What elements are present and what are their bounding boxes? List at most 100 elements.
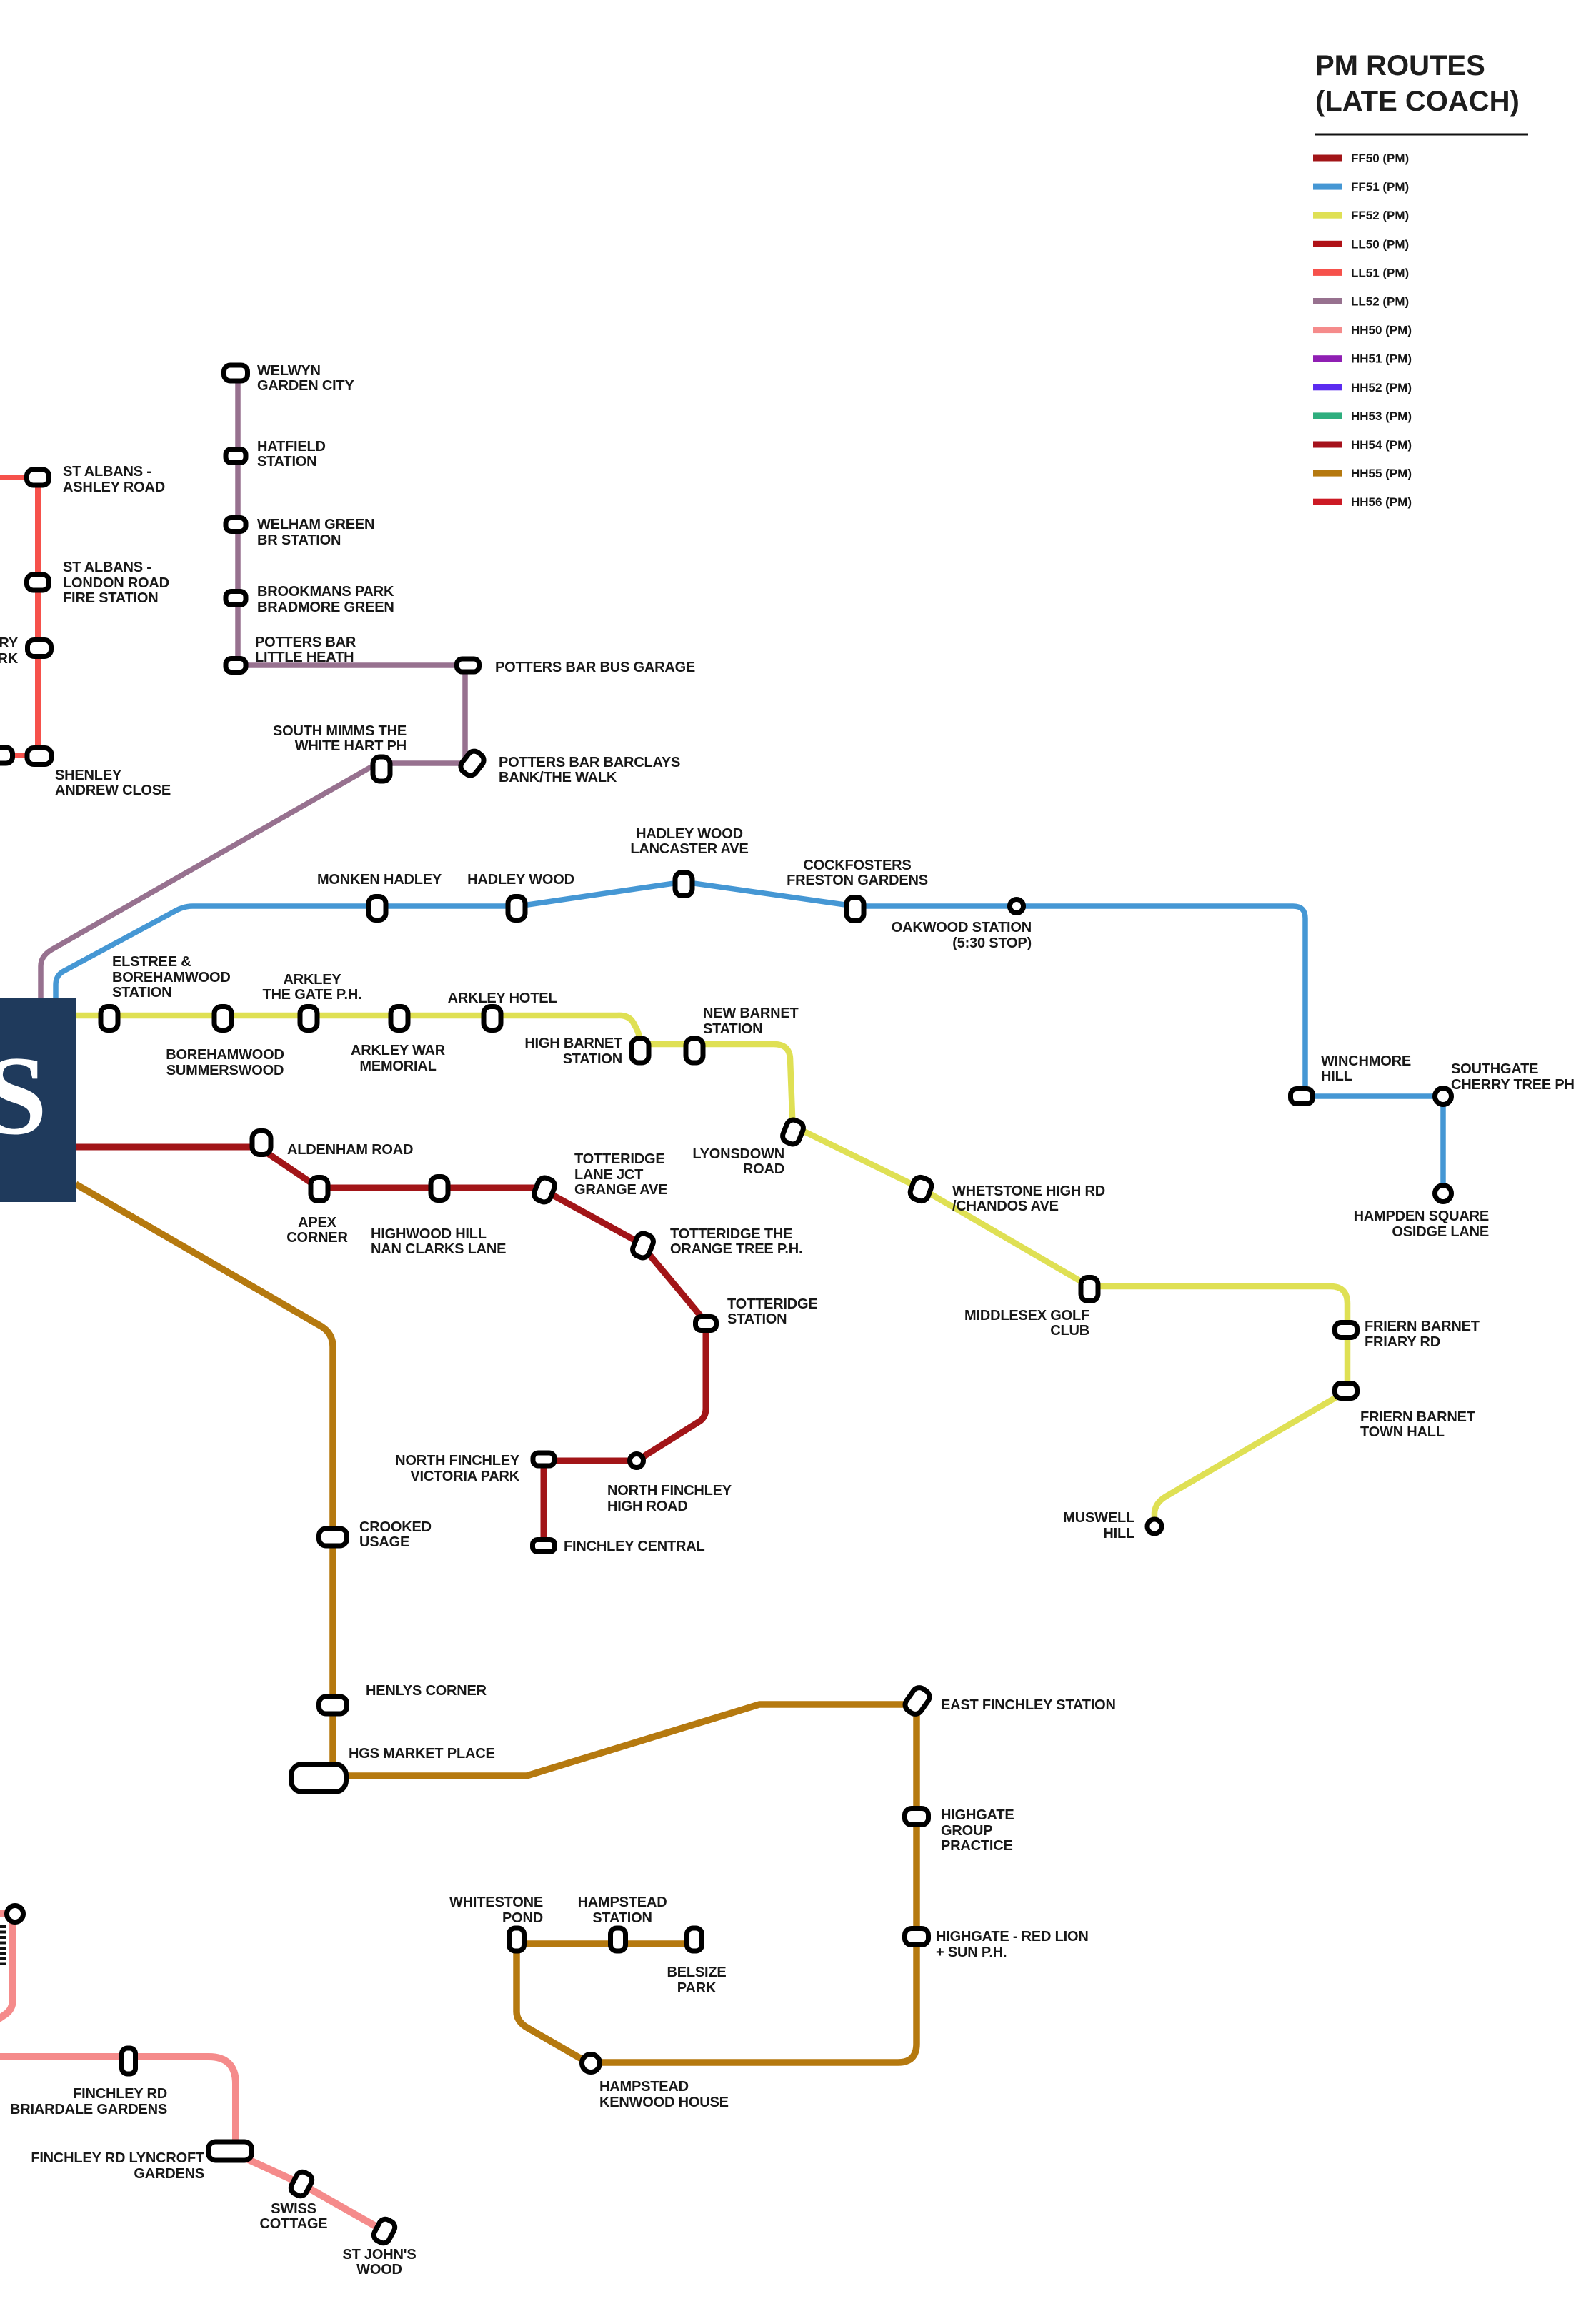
svg-text:GARDENS: GARDENS bbox=[134, 2166, 204, 2182]
svg-text:STATION: STATION bbox=[592, 1910, 652, 1926]
svg-text:SHENLEY: SHENLEY bbox=[55, 768, 122, 783]
svg-text:LYONSDOWN: LYONSDOWN bbox=[692, 1146, 784, 1162]
svg-text:ANDREW CLOSE: ANDREW CLOSE bbox=[55, 783, 171, 798]
svg-text:LITTLE HEATH: LITTLE HEATH bbox=[255, 650, 354, 665]
svg-text:STATION: STATION bbox=[257, 454, 316, 470]
svg-text:OSIDGE LANE: OSIDGE LANE bbox=[1392, 1224, 1489, 1240]
svg-text:HILL: HILL bbox=[1103, 1526, 1134, 1541]
svg-text:HADLEY WOOD: HADLEY WOOD bbox=[467, 872, 574, 888]
svg-text:ELSTREE &: ELSTREE & bbox=[112, 954, 191, 970]
svg-text:WELWYN: WELWYN bbox=[257, 363, 321, 379]
svg-text:FRIERN BARNET: FRIERN BARNET bbox=[1365, 1319, 1480, 1334]
svg-text:BRIARDALE GARDENS: BRIARDALE GARDENS bbox=[10, 2102, 167, 2117]
svg-text:NORTH FINCHLEY: NORTH FINCHLEY bbox=[395, 1453, 520, 1469]
svg-text:POTTERS BAR: POTTERS BAR bbox=[255, 635, 356, 650]
svg-text:TOTTERIDGE THE: TOTTERIDGE THE bbox=[670, 1226, 792, 1242]
svg-text:HGS MARKET PLACE: HGS MARKET PLACE bbox=[349, 1746, 495, 1762]
svg-text:CLUB: CLUB bbox=[1050, 1323, 1089, 1339]
svg-text:FINCHLEY RD: FINCHLEY RD bbox=[73, 2086, 167, 2102]
svg-text:BROOKMANS PARK: BROOKMANS PARK bbox=[257, 584, 394, 600]
svg-text:HH51 (PM): HH51 (PM) bbox=[1351, 352, 1412, 366]
svg-text:ASHLEY ROAD: ASHLEY ROAD bbox=[63, 480, 165, 495]
svg-text:TOTTERIDGE: TOTTERIDGE bbox=[727, 1296, 818, 1312]
svg-text:PRACTICE: PRACTICE bbox=[941, 1838, 1013, 1854]
svg-text:THE GATE P.H.: THE GATE P.H. bbox=[263, 987, 362, 1003]
svg-text:OAKWOOD STATION: OAKWOOD STATION bbox=[892, 920, 1032, 935]
svg-text:HAMPDEN SQUARE: HAMPDEN SQUARE bbox=[1354, 1208, 1489, 1224]
svg-text:(LATE COACH): (LATE COACH) bbox=[1315, 86, 1520, 117]
svg-text:ARKLEY: ARKLEY bbox=[283, 972, 341, 988]
svg-text:FF50 (PM): FF50 (PM) bbox=[1351, 152, 1409, 165]
svg-text:USAGE: USAGE bbox=[359, 1534, 409, 1550]
svg-text:SWISS: SWISS bbox=[271, 2201, 316, 2217]
svg-text:TOWN HALL: TOWN HALL bbox=[1360, 1424, 1445, 1440]
svg-text:NEW BARNET: NEW BARNET bbox=[703, 1005, 799, 1021]
svg-text:APEX: APEX bbox=[298, 1215, 337, 1231]
svg-text:LL50 (PM): LL50 (PM) bbox=[1351, 237, 1409, 251]
svg-text:LONDON ROAD: LONDON ROAD bbox=[63, 575, 169, 591]
svg-text:LL52 (PM): LL52 (PM) bbox=[1351, 295, 1409, 309]
svg-text:GROUP: GROUP bbox=[941, 1823, 992, 1839]
svg-text:BOREHAMWOOD: BOREHAMWOOD bbox=[112, 970, 231, 985]
svg-text:KENWOOD HOUSE: KENWOOD HOUSE bbox=[599, 2095, 729, 2110]
svg-text:BR STATION: BR STATION bbox=[257, 532, 341, 548]
svg-text:HAMPSTEAD: HAMPSTEAD bbox=[578, 1895, 667, 1910]
svg-text:POTTERS BAR BARCLAYS: POTTERS BAR BARCLAYS bbox=[499, 755, 680, 770]
svg-text:FRIERN BARNET: FRIERN BARNET bbox=[1360, 1409, 1475, 1425]
svg-text:HILL: HILL bbox=[1321, 1068, 1352, 1084]
svg-text:NAN CLARKS LANE: NAN CLARKS LANE bbox=[371, 1241, 506, 1257]
svg-text:COCKFOSTERS: COCKFOSTERS bbox=[803, 858, 911, 873]
svg-text:HH54 (PM): HH54 (PM) bbox=[1351, 438, 1412, 452]
svg-text:HIGH ROAD: HIGH ROAD bbox=[607, 1499, 688, 1514]
svg-text:STATION: STATION bbox=[563, 1051, 622, 1067]
svg-text:PARK: PARK bbox=[677, 1980, 717, 1996]
svg-text:WHITESTONE: WHITESTONE bbox=[449, 1895, 543, 1910]
svg-text:POND: POND bbox=[502, 1910, 543, 1926]
svg-text:LANE JCT: LANE JCT bbox=[574, 1167, 643, 1183]
svg-text:+ SUN P.H.: + SUN P.H. bbox=[936, 1945, 1007, 1960]
svg-text:WINCHMORE: WINCHMORE bbox=[1321, 1053, 1411, 1069]
svg-text:FIRE STATION: FIRE STATION bbox=[63, 590, 159, 606]
svg-text:MONKEN HADLEY: MONKEN HADLEY bbox=[317, 872, 442, 888]
svg-text:WHETSTONE HIGH RD: WHETSTONE HIGH RD bbox=[952, 1183, 1105, 1199]
svg-text:ORANGE TREE P.H.: ORANGE TREE P.H. bbox=[670, 1241, 802, 1257]
svg-text:HH55 (PM): HH55 (PM) bbox=[1351, 467, 1412, 480]
svg-text:COTTAGE: COTTAGE bbox=[260, 2216, 328, 2232]
svg-text:WHITE HART PH: WHITE HART PH bbox=[295, 738, 407, 754]
svg-text:ARKLEY WAR: ARKLEY WAR bbox=[351, 1043, 446, 1058]
svg-text:GARDEN CITY: GARDEN CITY bbox=[257, 378, 354, 394]
svg-text:/CHANDOS AVE: /CHANDOS AVE bbox=[952, 1198, 1059, 1214]
svg-text:ST ALBANS -: ST ALBANS - bbox=[63, 464, 151, 480]
svg-text:FRESTON GARDENS: FRESTON GARDENS bbox=[787, 873, 928, 888]
svg-text:WOOD: WOOD bbox=[356, 2262, 402, 2278]
svg-text:(5:30 STOP): (5:30 STOP) bbox=[952, 935, 1032, 951]
svg-text:POTTERS BAR BUS GARAGE: POTTERS BAR BUS GARAGE bbox=[495, 660, 695, 675]
svg-text:ROAD: ROAD bbox=[743, 1161, 784, 1177]
svg-text:WELHAM GREEN: WELHAM GREEN bbox=[257, 517, 374, 532]
svg-text:NORTH FINCHLEY: NORTH FINCHLEY bbox=[607, 1483, 732, 1499]
svg-text:TOTTERIDGE: TOTTERIDGE bbox=[574, 1151, 665, 1167]
svg-text:MIDDLESEX GOLF: MIDDLESEX GOLF bbox=[964, 1308, 1089, 1324]
svg-text:ALDENHAM ROAD: ALDENHAM ROAD bbox=[287, 1142, 413, 1158]
svg-text:HH53 (PM): HH53 (PM) bbox=[1351, 409, 1412, 423]
svg-text:LL51 (PM): LL51 (PM) bbox=[1351, 266, 1409, 279]
svg-text:FRIARY RD: FRIARY RD bbox=[1365, 1334, 1440, 1350]
svg-text:CROOKED: CROOKED bbox=[359, 1519, 432, 1535]
svg-text:HIGHGATE - RED LION: HIGHGATE - RED LION bbox=[936, 1929, 1089, 1945]
svg-text:HADLEY WOOD: HADLEY WOOD bbox=[636, 826, 743, 842]
svg-text:ST JOHN'S: ST JOHN'S bbox=[343, 2247, 417, 2263]
svg-text:HH56 (PM): HH56 (PM) bbox=[1351, 495, 1412, 509]
svg-text:SOUTH MIMMS THE: SOUTH MIMMS THE bbox=[273, 723, 407, 739]
svg-text:STATION: STATION bbox=[703, 1021, 762, 1037]
svg-text:MEMORIAL: MEMORIAL bbox=[359, 1058, 436, 1074]
svg-text:SUMMERSWOOD: SUMMERSWOOD bbox=[166, 1063, 284, 1078]
svg-text:FINCHLEY RD LYNCROFT: FINCHLEY RD LYNCROFT bbox=[31, 2150, 204, 2166]
svg-text:ARKLEY HOTEL: ARKLEY HOTEL bbox=[448, 990, 557, 1006]
svg-text:RY: RY bbox=[0, 635, 19, 651]
svg-text:BOREHAMWOOD: BOREHAMWOOD bbox=[166, 1047, 284, 1063]
svg-text:HAMPSTEAD: HAMPSTEAD bbox=[599, 2079, 689, 2095]
svg-text:RK: RK bbox=[0, 651, 19, 667]
svg-text:FF51 (PM): FF51 (PM) bbox=[1351, 180, 1409, 194]
svg-text:MUSWELL: MUSWELL bbox=[1063, 1510, 1134, 1526]
svg-text:CHERRY TREE PH: CHERRY TREE PH bbox=[1451, 1077, 1575, 1093]
